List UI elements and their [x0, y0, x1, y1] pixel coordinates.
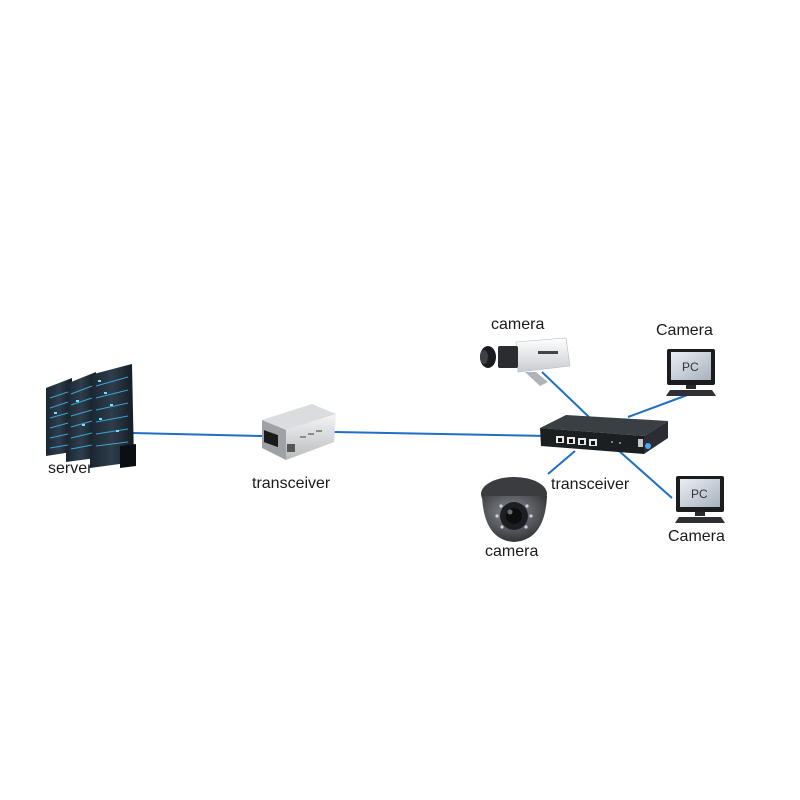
link-server-transceiver — [131, 432, 263, 437]
pc-monitor-icon: PC — [666, 349, 716, 396]
link-pc-top-switch — [627, 393, 691, 418]
ethernet-switch-icon — [540, 415, 668, 454]
pc-bottom-label: Camera — [668, 528, 725, 545]
pc-top-label: Camera — [656, 322, 713, 339]
server-label: server — [48, 460, 93, 477]
media-converter-icon — [262, 404, 336, 460]
bullet-camera-label: camera — [491, 316, 544, 333]
link-transceiver-transceiver — [333, 431, 549, 437]
links — [131, 371, 691, 499]
pc-top-screen-text: PC — [682, 360, 699, 374]
link-bullet-camera-switch — [541, 371, 591, 419]
server-rack-icon — [46, 364, 136, 468]
transceiver-1-label: transceiver — [252, 475, 331, 492]
pc-bottom-screen-text: PC — [691, 487, 708, 501]
transceiver-2-label: transceiver — [551, 476, 630, 493]
dome-camera-icon — [481, 477, 547, 542]
bullet-camera-icon — [480, 337, 571, 386]
dome-camera-label: camera — [485, 543, 538, 560]
link-pc-bottom-switch — [617, 449, 673, 499]
link-dome-camera-switch — [547, 450, 576, 475]
pc-monitor-icon: PC — [675, 476, 725, 523]
